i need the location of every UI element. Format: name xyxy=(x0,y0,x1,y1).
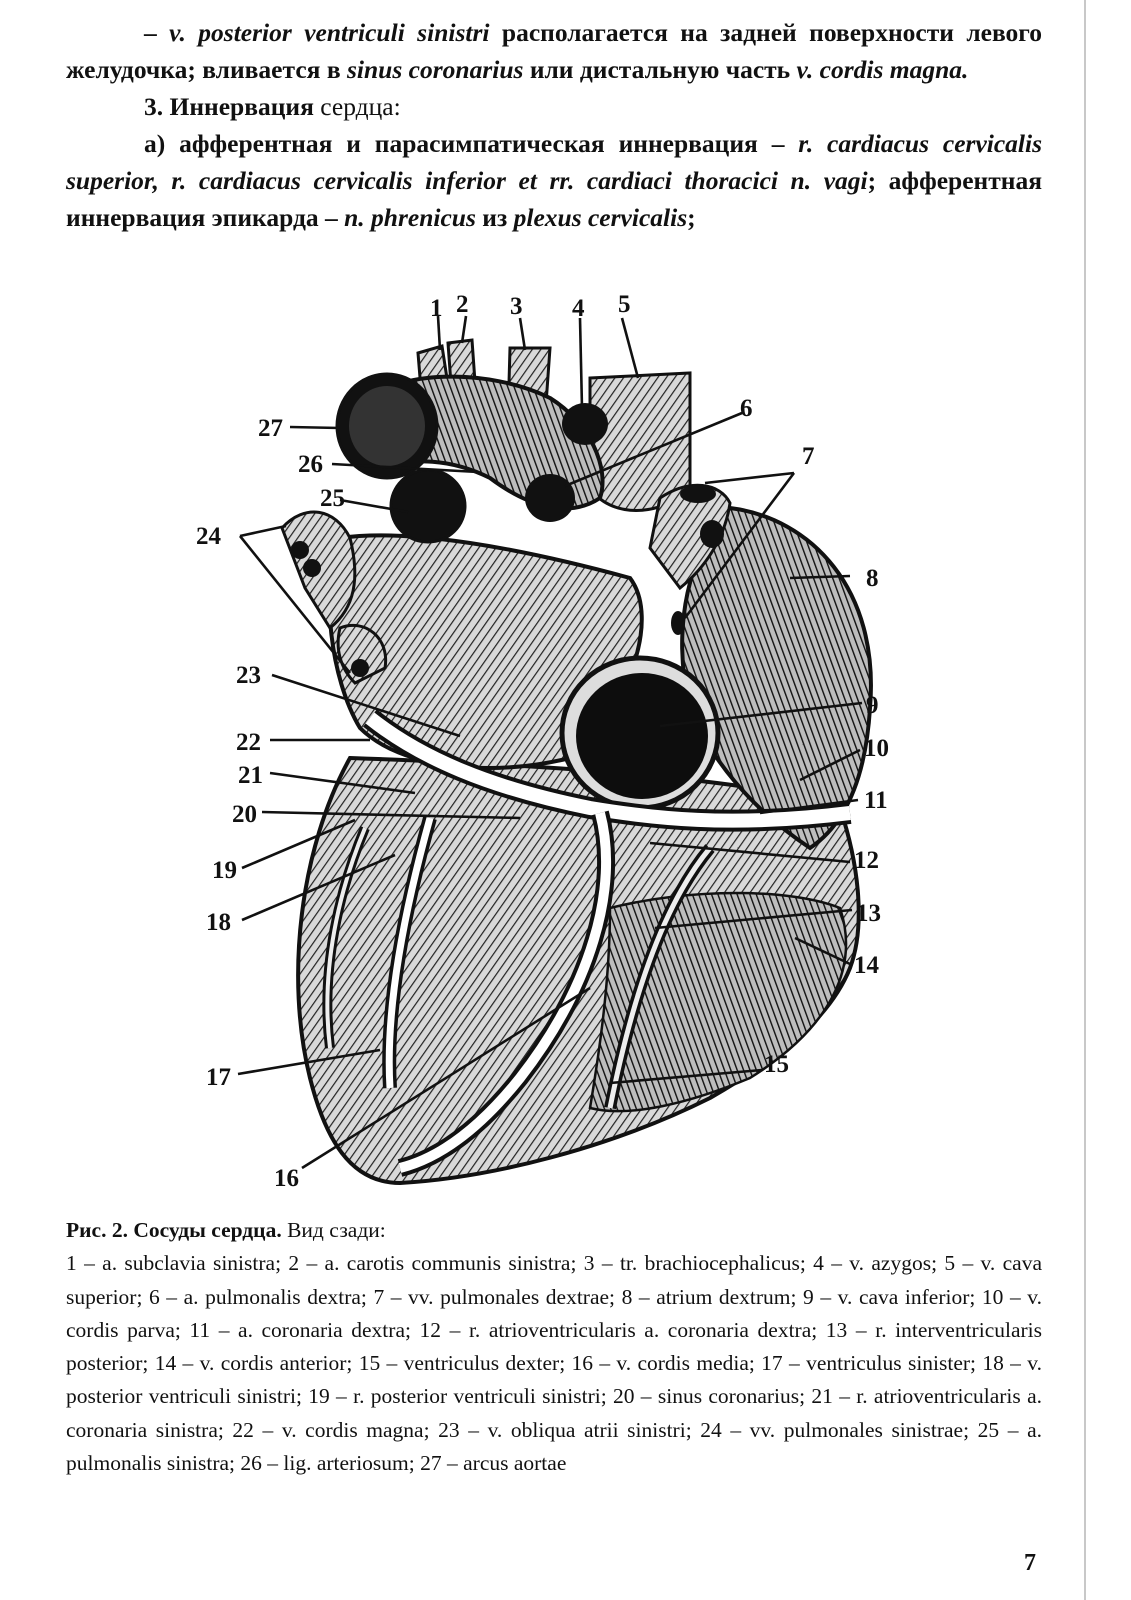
figure-label-20: 20 xyxy=(232,801,257,828)
section-title-rest: сердца: xyxy=(313,92,401,121)
heart-illustration: 1 2 3 4 5 6 7 8 9 10 11 12 13 14 15 16 1… xyxy=(190,288,910,1208)
paragraph-vein: – v. posterior ventriculi sinistri распо… xyxy=(66,14,1042,88)
page-number: 7 xyxy=(1024,1550,1036,1576)
pulmonary-vein-opening xyxy=(351,659,369,677)
lumen-shade xyxy=(349,386,425,466)
latin-term: n. phrenicus xyxy=(344,203,476,232)
pulmonary-vein-opening xyxy=(671,611,685,635)
coronary-sinus-fill xyxy=(365,712,851,828)
pulmonary-vein-opening xyxy=(680,485,716,503)
figure-label-15: 15 xyxy=(764,1051,789,1078)
right-ventricle xyxy=(588,891,848,1113)
caption-text: Рис. 2. Сосуды сердца. Вид сзади: 1 – a. … xyxy=(66,1214,1042,1480)
figure-label-25: 25 xyxy=(320,485,345,512)
caption-body: 1 – a. subclavia sinistra; 2 – a. caroti… xyxy=(66,1251,1042,1476)
leader-lines xyxy=(237,315,863,1170)
figure-label-8: 8 xyxy=(866,565,879,592)
figure-label-3: 3 xyxy=(510,293,523,320)
dash: – xyxy=(144,18,170,47)
text-run: а) афферентная и парасимпатическая иннер… xyxy=(144,129,799,158)
figure-label-4: 4 xyxy=(572,295,585,322)
latin-term: v. posterior ventriculi sinistri xyxy=(169,18,490,47)
figure-label-1: 1 xyxy=(430,295,443,322)
figure-label-6: 6 xyxy=(740,395,753,422)
pulmonary-vein-opening xyxy=(303,559,321,577)
text-run: из xyxy=(475,203,514,232)
section-number: 3. xyxy=(144,92,170,121)
figure-label-13: 13 xyxy=(856,900,881,927)
text-run: ; xyxy=(687,203,696,232)
latin-term: r. cardiacus cervicalis superior, r. car… xyxy=(66,129,1043,195)
figure-label-18: 18 xyxy=(206,909,231,936)
figure-label-16: 16 xyxy=(274,1165,299,1192)
ivc-lumen xyxy=(576,673,708,799)
figure-label-14: 14 xyxy=(854,952,880,979)
paragraph-innervation: а) афферентная и парасимпатическая иннер… xyxy=(66,125,1042,236)
figure-label-21: 21 xyxy=(238,762,263,789)
vein-fill xyxy=(385,817,434,1089)
page-frame xyxy=(1084,0,1086,1600)
figure-caption: Рис. 2. Сосуды сердца. Вид сзади: 1 – a. … xyxy=(66,1214,1042,1480)
middle-cardiac-vein-fill xyxy=(398,811,612,1173)
artery-fill xyxy=(325,827,367,1049)
pulmonary-vein-opening xyxy=(291,541,309,559)
azygos-vein xyxy=(562,403,608,445)
figure-label-9: 9 xyxy=(866,692,879,719)
figure-label-2: 2 xyxy=(456,291,469,318)
right-atrium xyxy=(680,505,873,851)
section-title: Иннервация xyxy=(169,92,314,121)
right-pulmonary-artery xyxy=(525,474,575,522)
figure-label-12: 12 xyxy=(854,847,879,874)
figure-label-26: 26 xyxy=(298,451,323,478)
figure-label-22: 22 xyxy=(236,729,261,756)
figure-label-24: 24 xyxy=(196,523,222,550)
figure-label-11: 11 xyxy=(864,787,888,814)
section-heading: 3. Иннервация сердца: xyxy=(66,88,1042,125)
figure-label-7: 7 xyxy=(802,443,815,470)
text-run: ; афферентная иннервация эпикарда – xyxy=(66,166,1042,232)
latin-term: sinus coronarius xyxy=(346,55,524,84)
heart-drawing: 1 2 3 4 5 6 7 8 9 10 11 12 13 14 15 16 1… xyxy=(196,291,889,1192)
caption-subtitle: Вид сзади: xyxy=(281,1218,386,1242)
figure-label-27: 27 xyxy=(258,415,283,442)
figure-label-10: 10 xyxy=(864,735,889,762)
body-text: – v. posterior ventriculi sinistri распо… xyxy=(66,14,1042,236)
latin-term: plexus cervicalis xyxy=(513,203,688,232)
text-run: располагается на задней поверхности лево… xyxy=(66,18,1042,84)
caption-title: Рис. 2. Сосуды сердца. xyxy=(66,1218,282,1242)
left-pulmonary-artery xyxy=(389,468,467,544)
artery-fill xyxy=(607,846,712,1109)
left-pulmonary-vein-lower xyxy=(336,623,388,685)
text-run: или дистальную часть xyxy=(523,55,797,84)
figure-label-23: 23 xyxy=(236,662,261,689)
figure-label-5: 5 xyxy=(618,291,631,318)
pulmonary-vein-opening xyxy=(700,520,724,548)
figure-label-17: 17 xyxy=(206,1064,231,1091)
figure-label-19: 19 xyxy=(212,857,237,884)
latin-term: v. cordis magna. xyxy=(796,55,969,84)
